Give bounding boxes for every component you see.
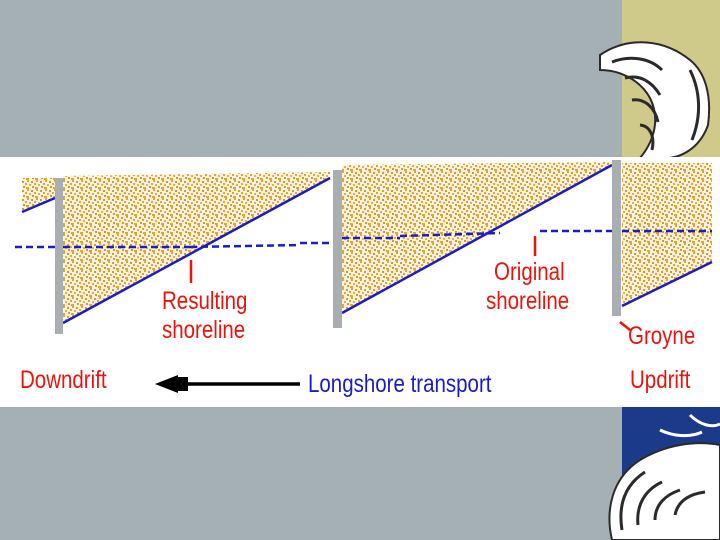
resulting-shoreline-updrift: [621, 260, 713, 308]
groyne-3: [612, 160, 621, 316]
resulting-shoreline-downdrift: [62, 176, 331, 325]
longshore-transport-label: Longshore transport: [308, 370, 492, 398]
sand-segment-left-edge: [22, 178, 55, 212]
original-label-line2: shoreline: [486, 287, 570, 315]
resulting-shoreline-middle: [341, 163, 613, 315]
sand-segment-updrift: [622, 163, 712, 306]
groyne-1: [55, 178, 63, 334]
groyne-pointer: [619, 321, 631, 331]
wave-bottom-right: [608, 413, 720, 540]
resulting-shoreline-left-edge: [21, 196, 56, 214]
downdrift-label: Downdrift: [20, 366, 107, 394]
updrift-label: Updrift: [630, 366, 691, 394]
transport-arrow-icon: [155, 375, 300, 393]
resulting-label-line1: Resulting: [162, 287, 248, 315]
original-shoreline: [15, 229, 712, 249]
wave-top-right: [599, 41, 711, 160]
original-label-line1: Original: [494, 258, 565, 286]
resulting-label-line2: shoreline: [162, 316, 246, 344]
groyne-2: [333, 170, 342, 328]
groyne-label: Groyne: [628, 322, 696, 350]
